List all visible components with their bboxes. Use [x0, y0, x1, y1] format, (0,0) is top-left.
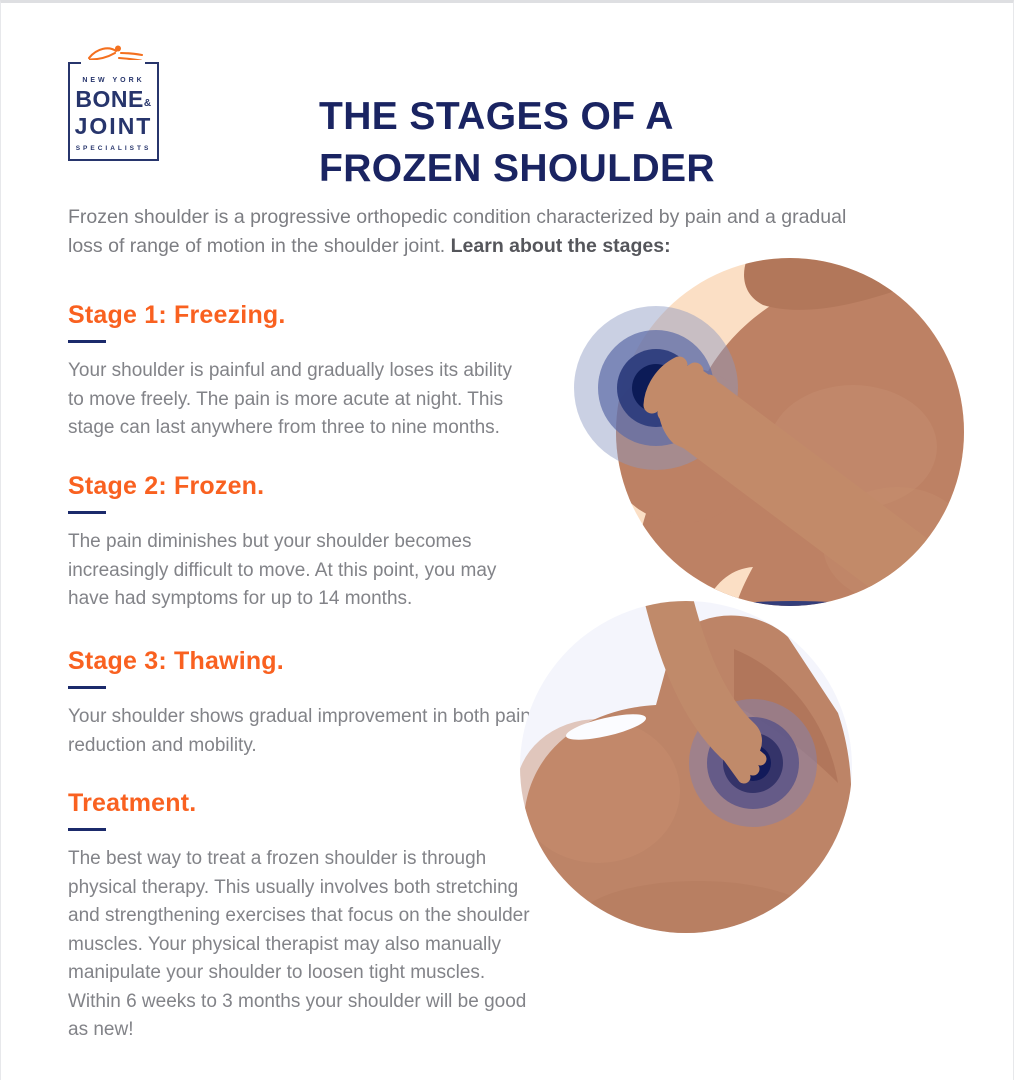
page-title: THE STAGES OF A FROZEN SHOULDER [319, 91, 715, 195]
page-title-line2: FROZEN SHOULDER [319, 147, 715, 191]
stage-3-heading: Stage 3: Thawing. [68, 647, 284, 675]
logo-region-label: NEW YORK [82, 77, 145, 84]
heading-underline [68, 511, 106, 514]
page-title-line1: THE STAGES OF A [319, 95, 674, 139]
stage-3-section: Stage 3: Thawing. Your shoulder shows gr… [68, 647, 531, 760]
intro-paragraph: Frozen shoulder is a progressive orthope… [68, 203, 856, 261]
stage-1-section: Stage 1: Freezing. Your shoulder is pain… [68, 301, 531, 443]
heading-underline [68, 340, 106, 343]
stage-2-body: The pain diminishes but your shoulder be… [68, 531, 497, 609]
treatment-section: Treatment. The best way to treat a froze… [68, 789, 531, 1045]
intro-text: Frozen shoulder is a progressive orthope… [68, 206, 847, 257]
heading-underline [68, 686, 106, 689]
front-shoulder-pain-illustration [574, 258, 964, 606]
clinic-logo: NEW YORK BONE& JOINT SPECIALISTS [68, 45, 160, 165]
stage-1-heading: Stage 1: Freezing. [68, 301, 286, 329]
logo-ampersand: & [143, 98, 152, 109]
logo-specialists-label: SPECIALISTS [75, 145, 152, 152]
heading-underline [68, 828, 106, 831]
treatment-heading: Treatment. [68, 789, 197, 817]
logo-frame-gap [81, 60, 145, 66]
stage-1-body: Your shoulder is painful and gradually l… [68, 360, 512, 438]
logo-name-bone: BONE& [75, 86, 152, 112]
logo-frame: NEW YORK BONE& JOINT SPECIALISTS [68, 62, 159, 161]
back-shoulder-pain-illustration [520, 601, 852, 933]
logo-name-joint: JOINT [74, 113, 153, 139]
treatment-body: The best way to treat a frozen shoulder … [68, 848, 530, 1040]
stage-2-section: Stage 2: Frozen. The pain diminishes but… [68, 472, 531, 614]
stage-3-body: Your shoulder shows gradual improvement … [68, 706, 531, 756]
intro-bold-text: Learn about the stages: [450, 235, 671, 257]
stage-2-heading: Stage 2: Frozen. [68, 472, 265, 500]
